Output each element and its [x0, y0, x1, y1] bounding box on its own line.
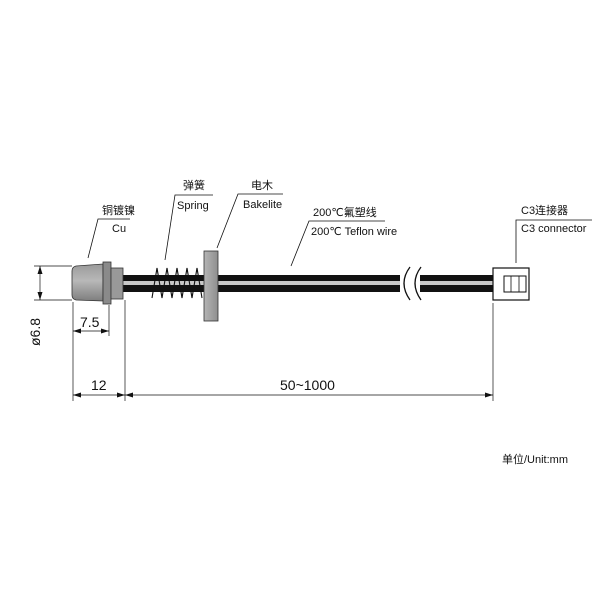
- cable-break-left: [403, 266, 411, 301]
- bakelite-washer: [203, 250, 219, 322]
- callout-bakelite-cn: 电木: [251, 179, 273, 192]
- callout-spring-en: Spring: [177, 200, 209, 212]
- unit-note: 单位/Unit:mm: [502, 452, 568, 466]
- callout-copper-en: Cu: [112, 223, 126, 235]
- dim-diameter-value: ø6.8: [27, 318, 43, 346]
- callout-connector: C3连接器 C3 connector: [515, 204, 592, 263]
- probe-cap: [71, 261, 124, 305]
- callout-spring: 弹簧 Spring: [164, 178, 213, 261]
- probe-flange: [102, 261, 112, 305]
- dim-cable-length: 50~1000: [125, 303, 494, 401]
- callout-copper: 铜镀镍 Cu: [87, 203, 135, 259]
- c3-connector: [492, 267, 530, 301]
- callout-copper-cn: 铜镀镍: [102, 203, 135, 217]
- dim-probe-inner-value: 7.5: [80, 314, 100, 330]
- dim-probe-length: 12: [72, 300, 126, 401]
- dim-probe-length-value: 12: [91, 377, 107, 393]
- dim-cable-length-value: 50~1000: [280, 377, 335, 393]
- callout-spring-cn: 弹簧: [183, 178, 205, 192]
- dim-diameter: ø6.8: [27, 265, 72, 346]
- callout-connector-cn: C3连接器: [521, 204, 568, 217]
- callout-wire-cn: 200℃氟塑线: [313, 205, 377, 219]
- cable-break-right: [414, 266, 422, 301]
- callout-wire-en: 200℃ Teflon wire: [311, 226, 397, 238]
- callout-bakelite: 电木 Bakelite: [216, 179, 283, 249]
- probe-neck: [110, 267, 124, 300]
- spring: [151, 267, 203, 299]
- dim-probe-inner: 7.5: [72, 302, 110, 336]
- callout-bakelite-en: Bakelite: [243, 199, 282, 211]
- callout-connector-en: C3 connector: [521, 223, 587, 235]
- callout-wire: 200℃氟塑线 200℃ Teflon wire: [290, 205, 397, 267]
